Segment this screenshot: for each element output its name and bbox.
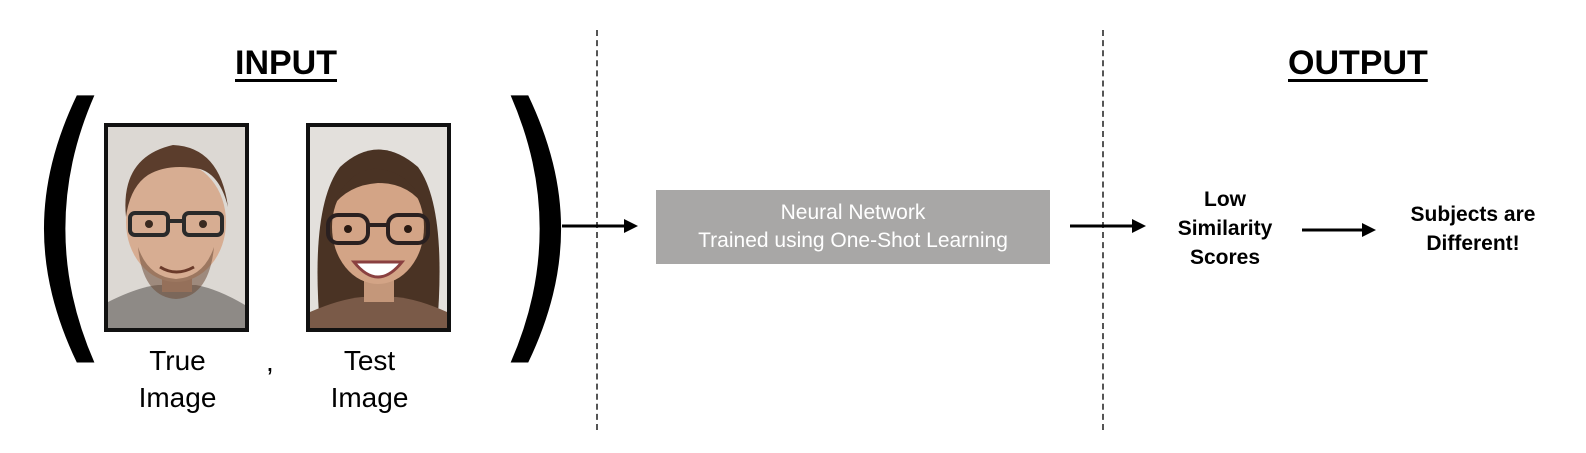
similarity-scores-line3: Scores (1189, 246, 1261, 269)
result-line2: Different! (1426, 232, 1520, 255)
similarity-scores-line2: Similarity (1177, 217, 1273, 240)
test-image-caption: Test Image (312, 342, 427, 416)
scores-to-result-arrow-icon (1302, 223, 1376, 237)
neural-network-box: Neural Network Trained using One-Shot Le… (656, 190, 1050, 264)
input-heading: INPUT (235, 44, 337, 82)
test-image-caption-line1: Test (343, 345, 396, 376)
test-image-caption-line2: Image (330, 382, 409, 413)
result-label: Subjects are Different! (1390, 200, 1556, 258)
female-face-icon (310, 127, 447, 328)
similarity-scores-line1: Low (1204, 188, 1246, 211)
male-face-icon (108, 127, 245, 328)
true-image-photo (104, 123, 249, 332)
neural-network-line1: Neural Network (780, 201, 926, 224)
true-image-caption-line2: Image (138, 382, 217, 413)
open-parenthesis: ( (24, 45, 113, 394)
similarity-scores-label: Low Similarity Scores (1160, 185, 1290, 272)
neural-network-line2: Trained using One-Shot Learning (698, 229, 1008, 252)
true-image-caption-line1: True (149, 345, 206, 376)
close-parenthesis: ) (492, 45, 581, 394)
true-image-caption: True Image (120, 342, 235, 416)
comma: , (266, 346, 274, 377)
result-line1: Subjects are (1410, 203, 1536, 226)
input-to-network-arrow-icon (562, 219, 638, 233)
test-image-photo (306, 123, 451, 332)
network-to-scores-arrow-icon (1070, 219, 1146, 233)
output-divider (1102, 30, 1104, 430)
output-heading: OUTPUT (1288, 44, 1428, 82)
input-divider (596, 30, 598, 430)
